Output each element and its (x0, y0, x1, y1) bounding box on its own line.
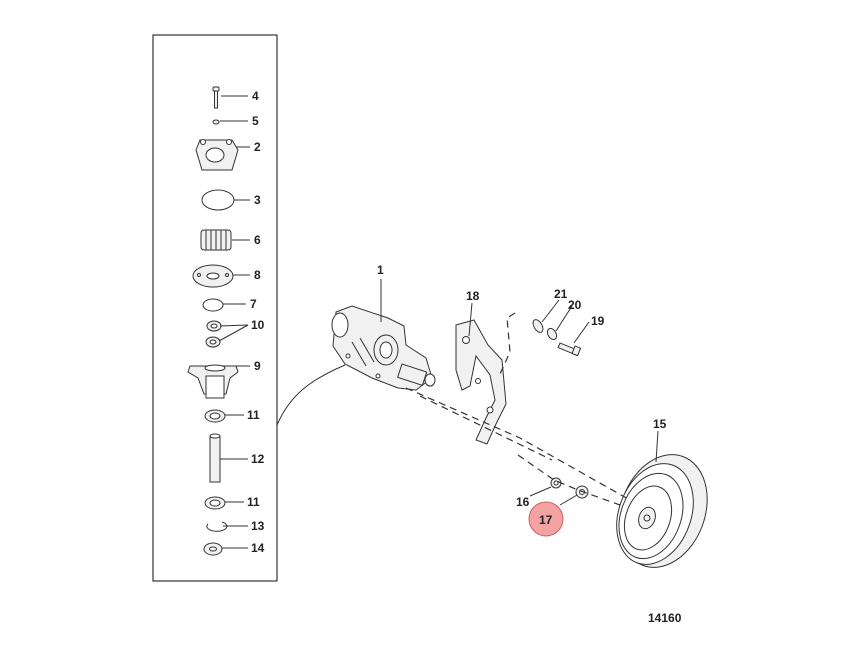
callout-15[interactable]: 15 (653, 417, 667, 431)
callout-19[interactable]: 19 (591, 314, 605, 328)
callout-6[interactable]: 6 (254, 233, 261, 247)
part-bearing-lower (204, 496, 226, 510)
part-shaft (209, 433, 221, 483)
part-screw (212, 86, 220, 109)
part-pump-cover (195, 139, 239, 171)
callout-2[interactable]: 2 (254, 140, 261, 154)
part-mounting-bracket (455, 319, 507, 445)
highlight-callout-17[interactable] (528, 501, 564, 537)
callout-7[interactable]: 7 (250, 297, 257, 311)
part-impeller (200, 229, 232, 251)
main-leader-lines (380, 279, 659, 506)
callout-14[interactable]: 14 (251, 541, 265, 555)
part-bolt (557, 342, 582, 357)
part-seals (205, 320, 222, 348)
figure-number: 14160 (648, 611, 682, 625)
part-thrust-washer (203, 542, 223, 556)
callout-8[interactable]: 8 (254, 268, 261, 282)
callout-11-upper[interactable]: 11 (247, 408, 260, 422)
assembly-dashed-lines (405, 312, 631, 506)
callout-17[interactable]: 17 (539, 513, 553, 527)
inset-frame (152, 34, 278, 582)
part-nut (550, 477, 562, 489)
part-lock-washer (546, 327, 558, 341)
inset-leader-lines (218, 95, 250, 549)
callout-4[interactable]: 4 (252, 89, 259, 103)
callout-11-lower[interactable]: 11 (247, 495, 260, 509)
part-o-ring-small (202, 298, 224, 312)
callout-21[interactable]: 21 (554, 287, 568, 301)
callout-18[interactable]: 18 (466, 289, 480, 303)
callout-13[interactable]: 13 (251, 519, 265, 533)
part-pump-housing (187, 364, 239, 399)
part-snap-ring (206, 521, 228, 532)
connector-line (276, 364, 346, 426)
part-water-pump-assembly (331, 305, 436, 391)
callout-10[interactable]: 10 (251, 318, 265, 332)
part-small-washer (212, 119, 220, 125)
part-o-ring-large (201, 189, 235, 211)
callout-12[interactable]: 12 (251, 452, 265, 466)
part-flat-washer (532, 319, 544, 333)
callout-9[interactable]: 9 (254, 359, 261, 373)
part-wear-plate (192, 264, 234, 288)
part-pulley (616, 454, 708, 568)
part-bearing-upper (204, 409, 226, 423)
callout-20[interactable]: 20 (568, 298, 582, 312)
callout-3[interactable]: 3 (254, 193, 261, 207)
callout-5[interactable]: 5 (252, 114, 259, 128)
callout-1[interactable]: 1 (377, 263, 384, 277)
callout-16[interactable]: 16 (516, 495, 530, 509)
